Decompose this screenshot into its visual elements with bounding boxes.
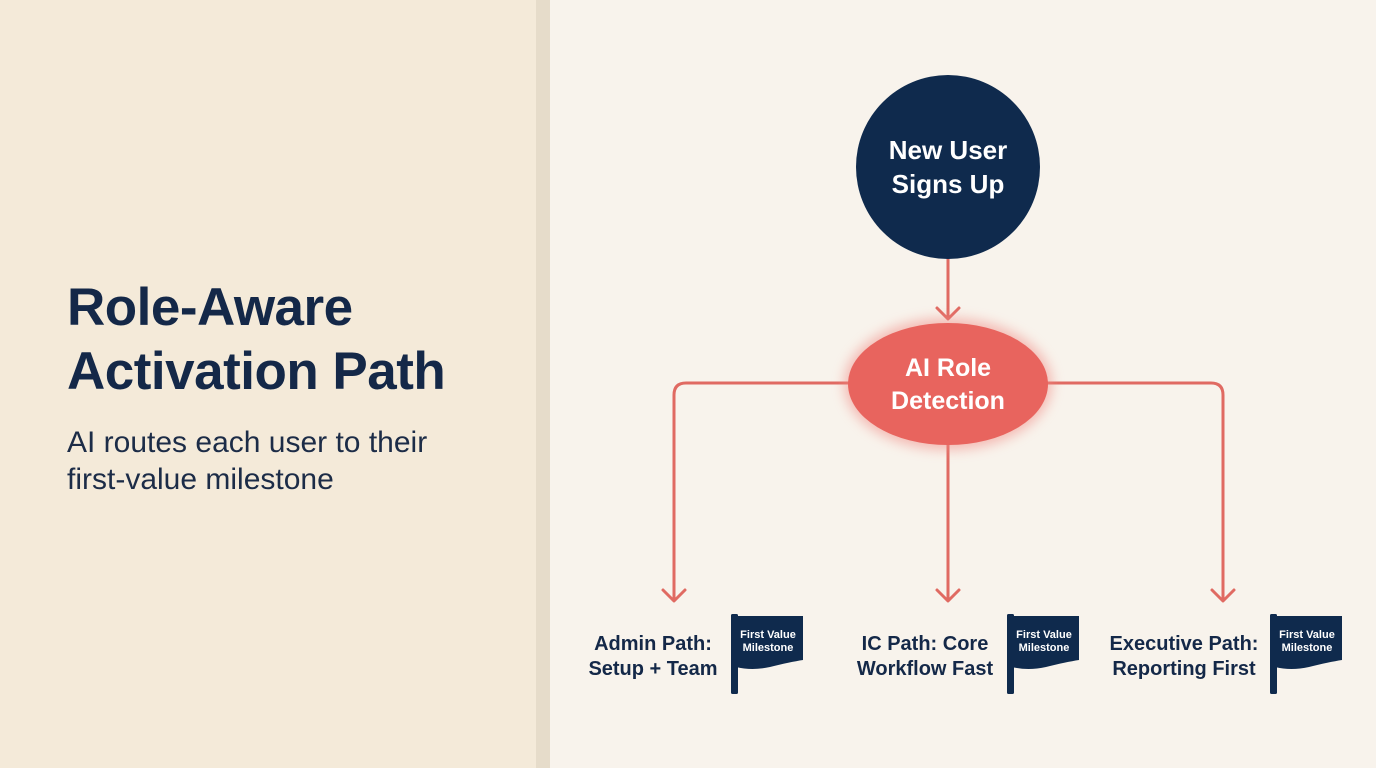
branch-admin: Admin Path: Setup + Team First Value Mil… bbox=[588, 614, 803, 694]
admin-path-label-line-1: Admin Path: bbox=[594, 633, 712, 655]
page-title: Role-Aware Activation Path bbox=[67, 276, 446, 404]
branch-ic: IC Path: Core Workflow Fast First Value … bbox=[857, 614, 1079, 694]
panel-divider bbox=[536, 0, 550, 768]
page-subtitle: AI routes each user to their first-value… bbox=[67, 424, 427, 498]
ic-flag-line-2: Milestone bbox=[1019, 642, 1070, 654]
title-line-2: Activation Path bbox=[67, 342, 446, 401]
branch-executive: Executive Path: Reporting First First Va… bbox=[1110, 614, 1342, 694]
left-panel bbox=[0, 0, 536, 768]
decision-node: AI Role Detection bbox=[844, 318, 1052, 450]
connector-to-executive bbox=[1046, 381, 1225, 602]
start-node: New User Signs Up bbox=[856, 75, 1040, 259]
subtitle-line-1: AI routes each user to their bbox=[67, 426, 428, 459]
decision-node-ellipse bbox=[848, 323, 1048, 445]
title-line-1: Role-Aware bbox=[67, 278, 353, 337]
start-node-circle bbox=[856, 75, 1040, 259]
start-node-line-1: New User bbox=[889, 135, 1008, 165]
flag-icon: First Value Milestone bbox=[731, 614, 803, 694]
decision-node-line-1: AI Role bbox=[905, 354, 991, 382]
admin-flag-line-1: First Value bbox=[740, 629, 796, 641]
ic-flag-line-1: First Value bbox=[1016, 629, 1072, 641]
decision-node-line-2: Detection bbox=[891, 387, 1005, 415]
arrowhead-executive bbox=[1210, 588, 1236, 603]
flag-icon: First Value Milestone bbox=[1007, 614, 1079, 694]
executive-flag-line-2: Milestone bbox=[1282, 642, 1333, 654]
ic-path-label-line-1: IC Path: Core bbox=[862, 633, 989, 655]
arrowhead-admin bbox=[661, 588, 687, 603]
admin-flag-line-2: Milestone bbox=[743, 642, 794, 654]
connector-to-admin bbox=[672, 381, 850, 602]
arrowhead-ic bbox=[935, 588, 961, 603]
flag-icon: First Value Milestone bbox=[1270, 614, 1342, 694]
admin-path-label-line-2: Setup + Team bbox=[588, 658, 717, 680]
executive-path-label-line-1: Executive Path: bbox=[1110, 633, 1259, 655]
executive-flag-line-1: First Value bbox=[1279, 629, 1335, 641]
ic-path-label-line-2: Workflow Fast bbox=[857, 658, 994, 680]
start-node-line-2: Signs Up bbox=[892, 169, 1005, 199]
executive-path-label-line-2: Reporting First bbox=[1112, 658, 1256, 680]
connectors bbox=[661, 256, 1236, 603]
subtitle-line-2: first-value milestone bbox=[67, 463, 334, 496]
